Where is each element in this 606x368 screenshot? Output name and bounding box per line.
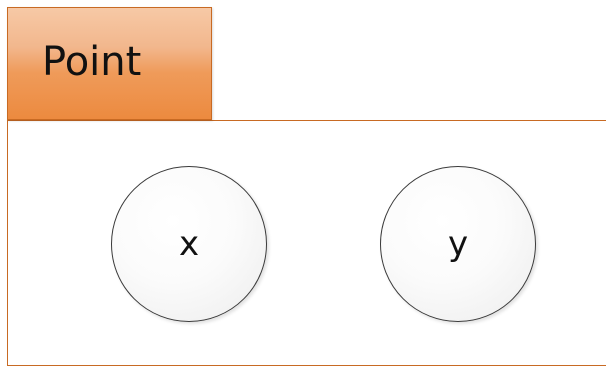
field-node-y: y (380, 166, 536, 322)
field-label-x: x (178, 224, 200, 264)
field-node-x: x (111, 166, 267, 322)
class-title-tab: Point (7, 7, 212, 120)
field-label-y: y (447, 224, 469, 264)
class-title: Point (42, 39, 142, 85)
